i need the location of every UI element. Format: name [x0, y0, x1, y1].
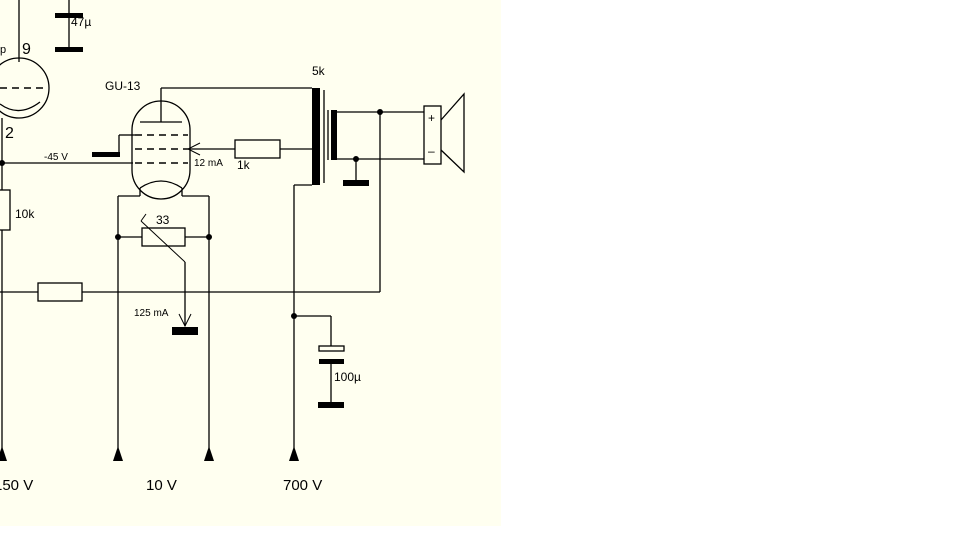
pot-33-label: 33: [156, 213, 170, 227]
grid-current-label: 12 mA: [194, 158, 223, 169]
svg-text:p: p: [0, 44, 6, 56]
bias-voltage-label: -45 V: [44, 152, 68, 163]
resistor-10k: 10k: [0, 118, 35, 448]
supply-terminals: 150 V 10 V 700 V: [0, 446, 322, 494]
resistor-1k-label: 1k: [237, 158, 251, 172]
resistor-1k: 1k: [234, 139, 312, 172]
resistor-10k-label: 10k: [15, 207, 35, 221]
cap-bottom-label: 100µ: [334, 370, 361, 384]
supply-right-label: 700 V: [283, 477, 322, 494]
bias-line: -45 V: [0, 152, 133, 166]
speaker-plus-label: +: [428, 111, 435, 125]
tube-main-label: GU-13: [105, 79, 141, 93]
pot-33: 33 125 mA: [115, 195, 212, 448]
output-transformer: 5k: [293, 64, 380, 448]
cathode-current-label: 125 mA: [134, 308, 169, 319]
transformer-label: 5k: [312, 64, 326, 78]
capacitor-100u: 100µ: [291, 313, 361, 408]
supply-left-label: 150 V: [0, 477, 33, 494]
speaker-minus-label: –: [428, 144, 435, 158]
tube-gu13: GU-13 12 mA: [92, 79, 235, 200]
tube-left-pin-bottom: 2: [5, 125, 14, 142]
cap-top-label: 47µ: [71, 15, 91, 29]
tube-left-pin-top: 9: [22, 41, 31, 58]
tube-left: 9 p 2: [0, 0, 50, 142]
supply-mid-label: 10 V: [146, 477, 177, 494]
feedback-resistor: [0, 112, 381, 302]
schematic-panel: [0, 0, 501, 526]
speaker: + –: [356, 92, 465, 174]
capacitor-47u: 47µ: [55, 0, 91, 52]
